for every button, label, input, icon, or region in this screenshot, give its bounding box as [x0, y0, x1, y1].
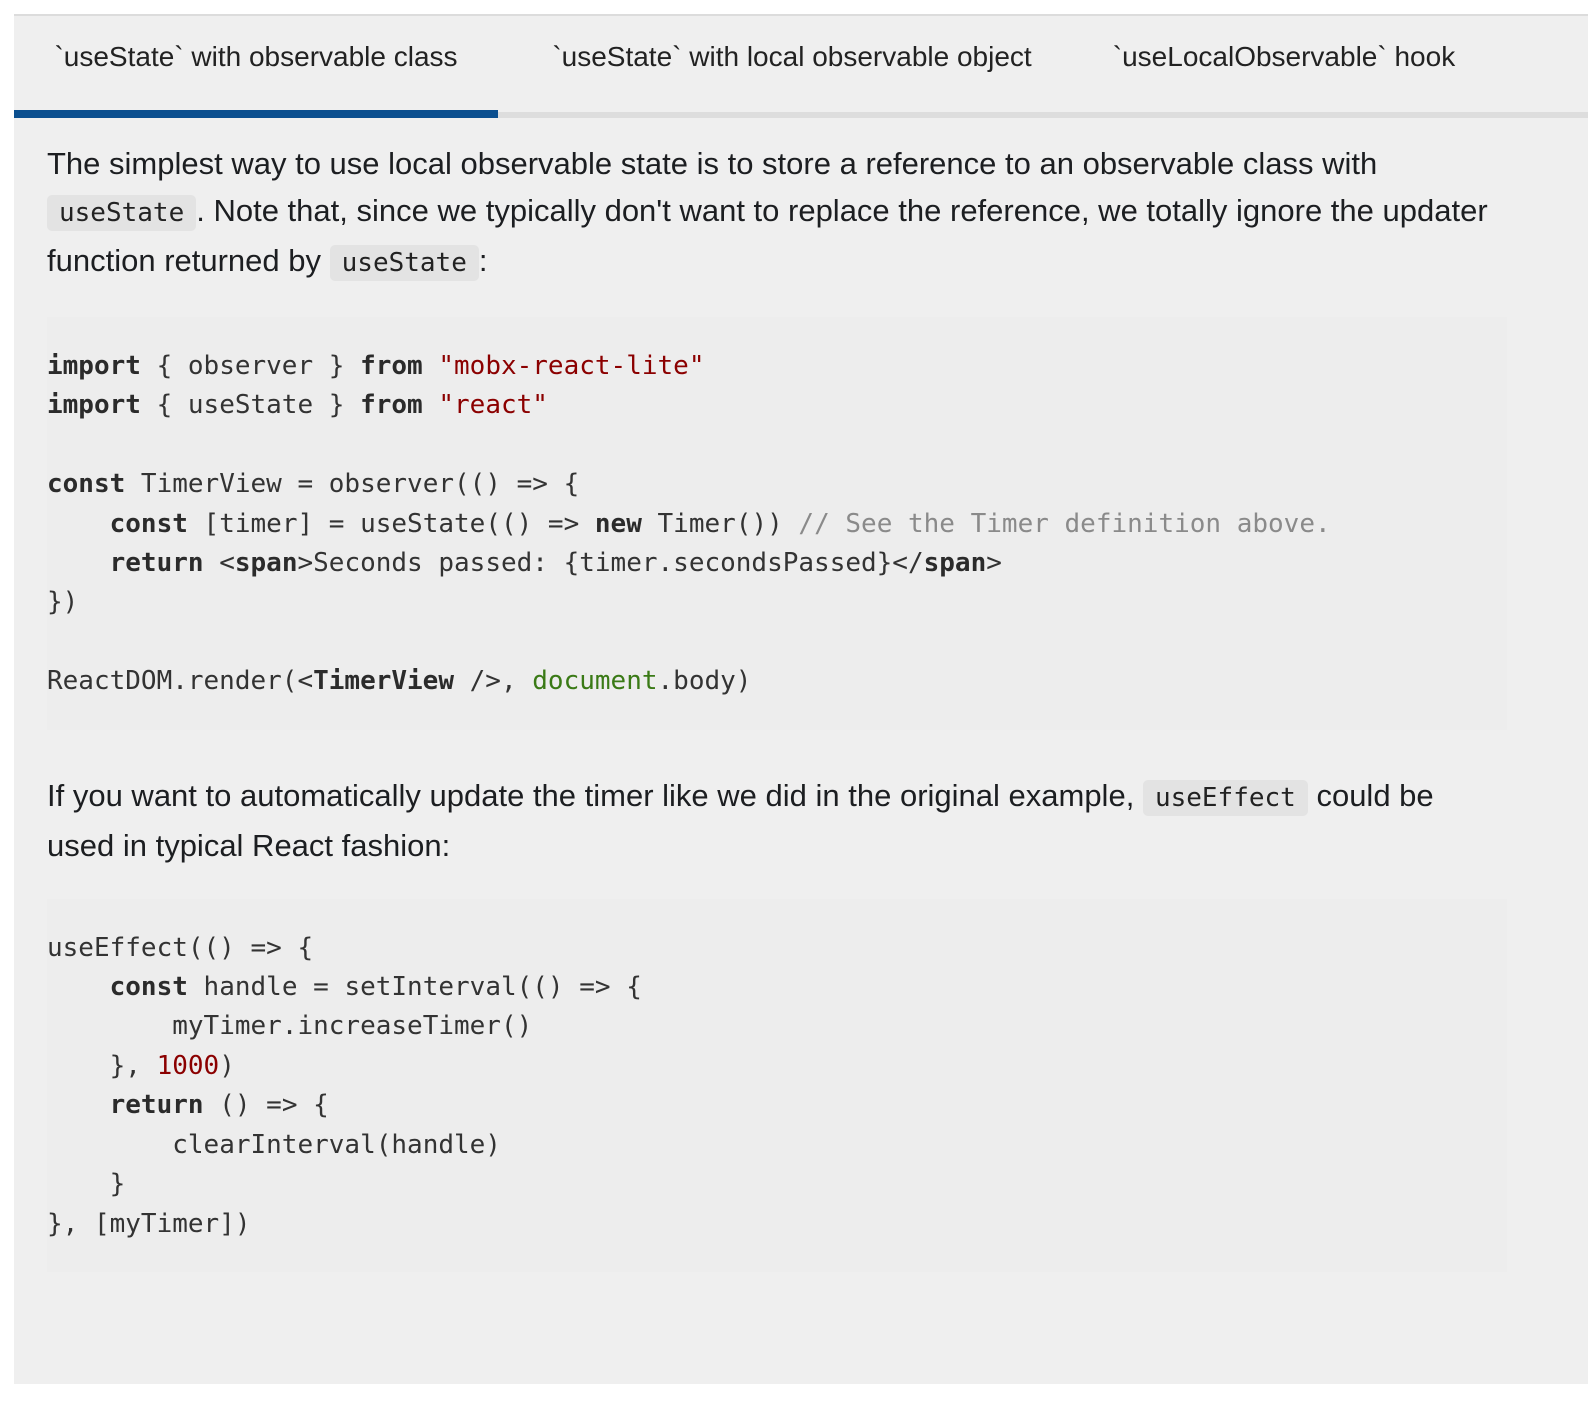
intro-paragraph: The simplest way to use local observable…: [47, 140, 1507, 287]
inline-code-usestate: useState: [47, 195, 197, 231]
tab-usestate-observable-class[interactable]: `useState` with observable class: [14, 16, 498, 118]
code-text-useeffect: useEffect(() => { const handle = setInte…: [47, 932, 642, 1239]
inline-code-useeffect: useEffect: [1142, 779, 1308, 816]
tab-content: The simplest way to use local observable…: [47, 140, 1507, 1272]
inline-code-usestate-2: useState: [329, 245, 479, 281]
tab-bar: `useState` with observable class `useSta…: [14, 16, 1588, 118]
code-block-useeffect: useEffect(() => { const handle = setInte…: [47, 898, 1507, 1272]
intro-text-3: :: [478, 243, 488, 278]
useeffect-paragraph: If you want to automatically update the …: [47, 772, 1507, 869]
code-block-timerview: import { observer } from "mobx-react-lit…: [47, 317, 1507, 730]
tab-usestate-local-observable-object[interactable]: `useState` with local observable object: [552, 41, 1032, 72]
code-text-timerview: import { observer } from "mobx-react-lit…: [47, 351, 1331, 697]
intro-text-2: . Note that, since we typically don't wa…: [47, 193, 1488, 278]
tab-uselocalobservable-hook[interactable]: `useLocalObservable` hook: [1112, 41, 1456, 72]
useeffect-text-2: could be used in typical React fashion:: [47, 777, 1434, 863]
useeffect-text: If you want to automatically update the …: [47, 777, 1135, 813]
intro-text: The simplest way to use local observable…: [47, 146, 1378, 181]
